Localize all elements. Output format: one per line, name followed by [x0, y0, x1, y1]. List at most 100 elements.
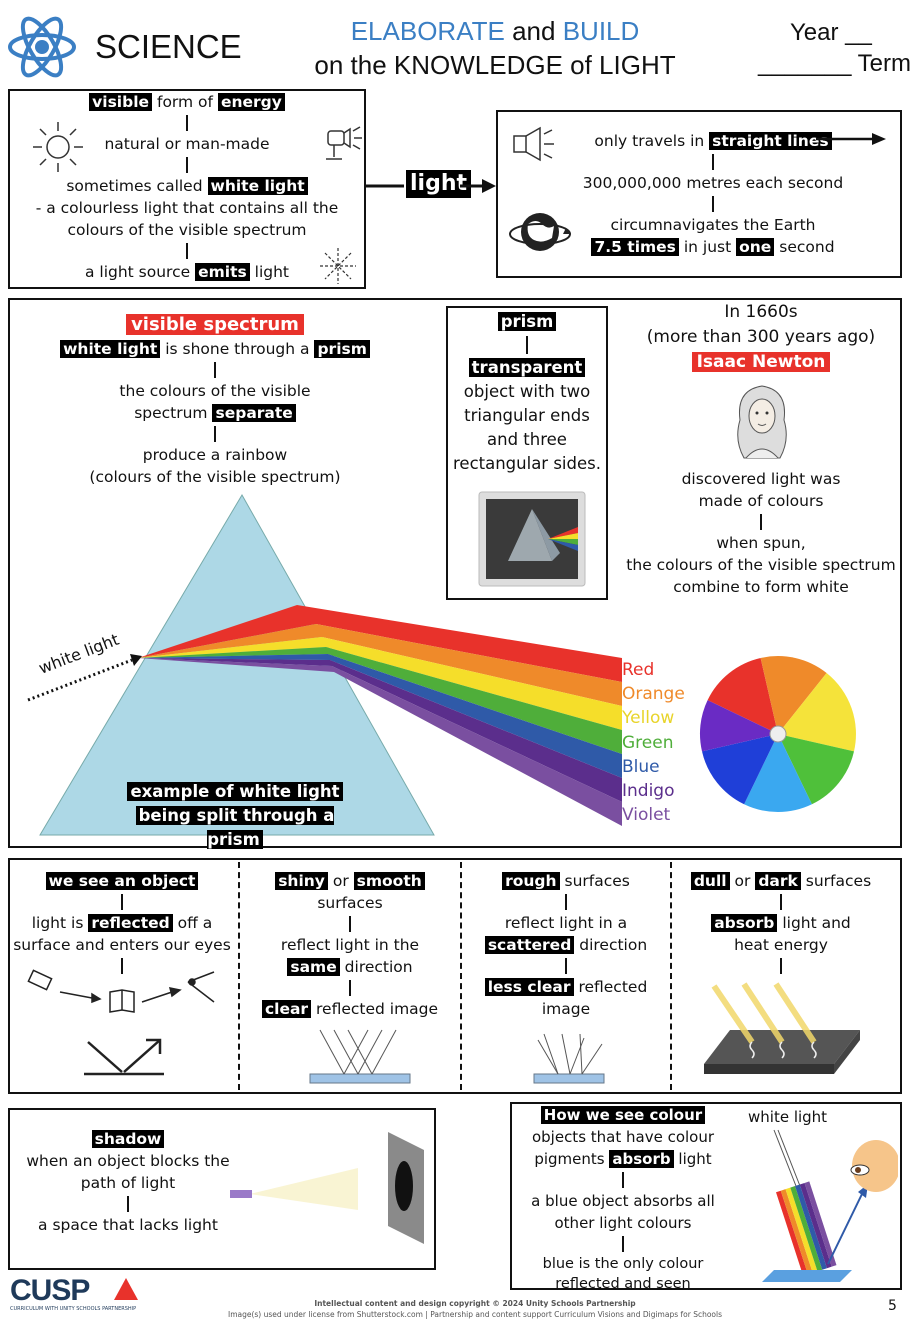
sun-icon [33, 122, 83, 172]
title-elaborate: ELABORATE [350, 16, 505, 46]
label-orange: Orange [622, 684, 685, 704]
rough-reflection-diagram [533, 1033, 605, 1084]
subject-title: SCIENCE [95, 28, 242, 65]
newton-discovery: discovered light was made of colours whe… [626, 468, 896, 598]
col1-text-b: off a [177, 914, 213, 932]
dull-label: dull [690, 872, 730, 890]
newton-spun3: combine to form white [673, 578, 849, 596]
spotlight-icon [326, 126, 362, 160]
shone-text: is shone through a [165, 340, 310, 358]
colourless-line2: colours of the visible spectrum [67, 221, 307, 239]
connector [622, 1172, 624, 1188]
prism-line4: rectangular sides. [453, 454, 601, 473]
light-travel-box: only travels in straight lines 300,000,0… [496, 110, 902, 278]
connector [121, 958, 123, 974]
shadow-diagram [230, 1132, 424, 1244]
year-field: Year __ [790, 19, 872, 46]
page-title: ELABORATE and BUILD on the KNOWLEDGE of … [290, 14, 700, 82]
connector [214, 362, 216, 378]
colour-line1: objects that have colour [531, 1128, 715, 1146]
straight-lines-label: straight lines [709, 132, 832, 150]
see-colour-box: How we see colour objects that have colo… [510, 1102, 902, 1292]
newton-disc2: made of colours [698, 492, 824, 510]
label-yellow: Yellow [622, 708, 675, 728]
natural-text: natural or man-made [104, 135, 270, 153]
page-number: 5 [888, 1298, 897, 1314]
pigments-text: pigments [534, 1150, 605, 1168]
prism-photo [478, 491, 586, 587]
seeing-diagram [27, 969, 215, 1076]
colour-line4: other light colours [554, 1214, 692, 1232]
absorb-label: absorb [711, 914, 778, 932]
less-clear-label: less clear [484, 978, 574, 996]
copyright-text: Intellectual content and design copyrigh… [314, 1299, 636, 1308]
torch-icon [230, 1190, 252, 1198]
eye-icon [187, 971, 215, 1003]
newton-section: In 1660s (more than 300 years ago) Isaac… [626, 300, 896, 375]
license-text: Image(s) used under license from Shutter… [227, 1310, 722, 1319]
light-word: light [254, 263, 290, 281]
arrow-icon [366, 179, 496, 193]
connector [186, 243, 188, 259]
shadow-line2: path of light [80, 1174, 176, 1192]
colour-line6: reflected and seen [555, 1276, 691, 1292]
dark-surface-diagram [704, 982, 860, 1074]
light-arrow-label: light [406, 170, 472, 198]
light-source-text: a light source [84, 263, 191, 281]
label-violet: Violet [622, 805, 671, 825]
label-indigo: Indigo [622, 781, 675, 801]
sometimes-text: sometimes called [66, 177, 203, 195]
white-light-ray [27, 658, 133, 702]
reflected-label: reflected [88, 914, 173, 932]
connector [526, 336, 528, 354]
torch-icon [513, 126, 554, 162]
times-label: 7.5 times [591, 238, 679, 256]
prism-caption: example of white light being split throu… [112, 780, 358, 852]
shadow-line1: when an object blocks the [26, 1152, 230, 1170]
emits-label: emits [195, 263, 250, 281]
energy-label: energy [217, 93, 285, 111]
connector [127, 1196, 129, 1212]
scattered-direction-text: direction [579, 936, 648, 954]
surfaces-text: surfaces [317, 894, 383, 912]
label-red: Red [622, 660, 655, 680]
connector [121, 894, 123, 910]
connector [186, 157, 188, 173]
smooth-reflection-diagram [309, 1029, 411, 1084]
newton-name: Isaac Newton [691, 352, 831, 372]
transparent-label: transparent [468, 358, 586, 377]
col4-text-a: light and [782, 914, 851, 932]
logo-subtext: CURRICULUM WITH UNITY SCHOOLS PARTNERSHI… [10, 1306, 137, 1312]
newton-date2: (more than 300 years ago) [646, 327, 876, 347]
title-build: BUILD [562, 16, 640, 46]
rough-surfaces-text: surfaces [564, 872, 630, 890]
connector [760, 514, 762, 530]
label-green: Green [622, 733, 674, 753]
reflected-image-text: reflected image [316, 1000, 439, 1018]
colour-vision-diagram [762, 1129, 898, 1282]
in-just-text: in just [683, 238, 732, 256]
direction-text: direction [344, 958, 413, 976]
torch-icon [27, 969, 53, 991]
absorb-label: absorb [609, 1150, 674, 1168]
col1-text-c: surface and enters our eyes [13, 936, 231, 954]
or-text: or [332, 872, 349, 890]
col3-image-text: image [541, 1000, 591, 1018]
connector [712, 154, 714, 170]
shiny-label: shiny [275, 872, 328, 890]
isaac-newton-portrait [737, 385, 787, 459]
shadow-line3: a space that lacks light [38, 1216, 218, 1234]
connector [565, 894, 567, 910]
colours-line1: the colours of the visible [119, 382, 311, 400]
connector [565, 958, 567, 974]
rainbow-bands [138, 605, 622, 826]
white-light-label: white light [748, 1108, 828, 1126]
one-label: one [736, 238, 775, 256]
rainbow-line2: (colours of the visible spectrum) [89, 468, 341, 486]
reflection-col-smooth: shiny or smooth surfaces reflect light i… [244, 870, 456, 1020]
same-label: same [287, 958, 340, 976]
colours-line2: spectrum [134, 404, 208, 422]
prism-diagram [27, 494, 622, 836]
circumnavigates-text: circumnavigates the Earth [610, 216, 816, 234]
prism-heading: prism [497, 312, 557, 331]
